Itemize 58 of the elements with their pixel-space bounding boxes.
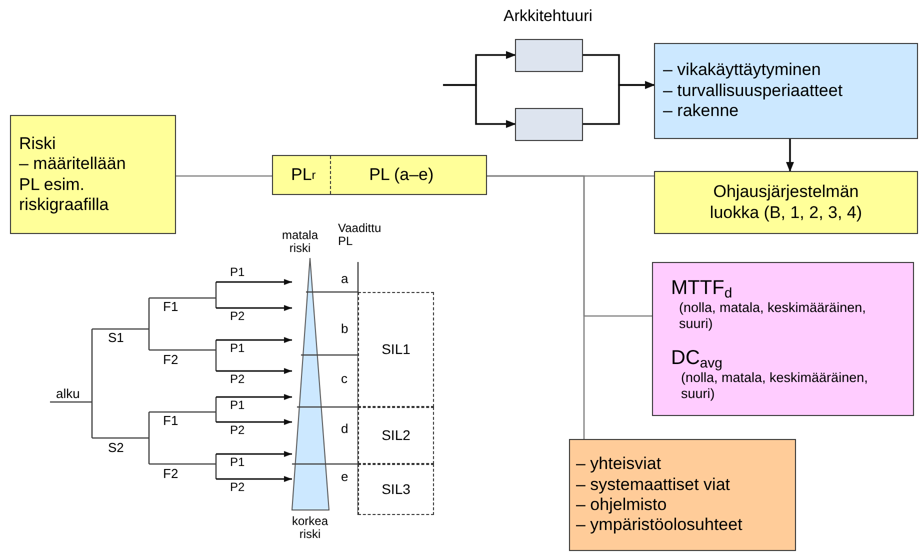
box-text: – rakenne	[663, 101, 740, 122]
diagram-label: S2	[108, 441, 124, 456]
arrow	[583, 81, 655, 125]
box-text: – vikakäyttäytyminen	[663, 60, 822, 81]
box-text: Riski	[19, 134, 57, 154]
box-text: (nolla, matala, keskimääräinen, suuri)	[679, 300, 867, 332]
note-box	[10, 115, 176, 234]
factor-box	[569, 439, 796, 551]
diagram-label: F1	[163, 414, 178, 428]
diagram-label: d	[341, 422, 348, 436]
box-text: SIL3	[382, 481, 410, 498]
diagram-label: a	[341, 272, 348, 286]
box-text: DC$_{avg}$	[671, 346, 724, 370]
empty-box	[515, 108, 583, 141]
diagram-label: P1	[230, 456, 245, 470]
diagram-label: korkea riski	[290, 515, 330, 542]
box-text: MTTF$_{d}$	[671, 276, 734, 300]
diagram-label: P1	[230, 342, 245, 356]
diagram-label: S1	[108, 331, 124, 346]
box-text: – ympäristöolosuhteet	[576, 515, 744, 536]
factor-box	[654, 43, 918, 139]
diagram-label: F2	[163, 353, 178, 368]
reliability-box	[652, 262, 914, 416]
box-text: – turvallisuusperiaatteet	[663, 80, 844, 102]
box-text: – yhteisviat	[576, 454, 662, 475]
diagram-label: F2	[163, 467, 178, 482]
level-box	[272, 155, 487, 195]
arrow	[786, 139, 794, 172]
diagram-label: e	[341, 470, 348, 484]
diagram-label: P1	[230, 266, 245, 280]
box-text: – ohjelmisto	[576, 495, 668, 516]
diagram-label: P2	[230, 424, 245, 438]
diagram-label: P2	[230, 310, 245, 324]
diagram-label: alku	[56, 387, 80, 402]
arrow	[443, 84, 516, 128]
box-text: SIL1	[382, 341, 410, 358]
box-text: SIL2	[382, 427, 410, 444]
diagram-label: P1	[230, 399, 245, 412]
diagram-label: b	[341, 322, 348, 336]
connector-line	[487, 175, 585, 439]
box-text: PL (a–e)	[368, 164, 435, 186]
diagram-label: P2	[230, 481, 245, 494]
box-text: (nolla, matala, keskimääräinen, suuri)	[681, 370, 869, 402]
box-text: – määritellään PL esim. riskigraafilla	[19, 154, 127, 216]
diagram-label: P2	[230, 373, 245, 386]
sil-box	[358, 464, 434, 515]
diagram-label: matala riski	[280, 229, 320, 256]
diagram-label: c	[341, 372, 348, 386]
box-text: Ohjausjärjestelmän luokka (B, 1, 2, 3, 4)	[708, 182, 864, 223]
diagram-label: F1	[163, 300, 178, 314]
category-box	[654, 171, 918, 234]
sil-box	[358, 407, 434, 464]
box-text: – systemaattiset viat	[576, 474, 732, 495]
diagram-label: Vaadittu PL	[338, 222, 382, 248]
diagram-label: Arkkitehtuuri	[502, 8, 594, 26]
sil-box	[358, 292, 434, 407]
empty-box	[515, 39, 583, 72]
connector-line	[176, 175, 272, 177]
